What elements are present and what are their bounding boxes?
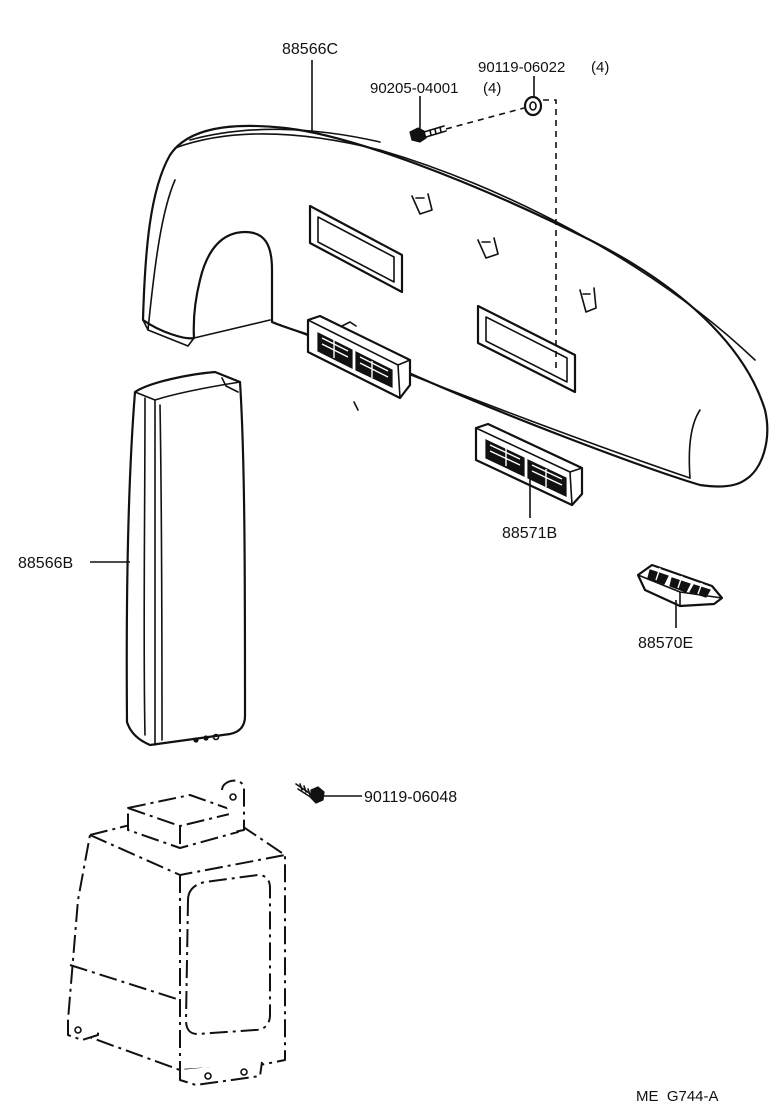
register-88571b [474,422,584,507]
callout-90119-06022-qty: (4) [591,59,609,76]
callout-90119-06048: 90119-06048 [364,789,457,806]
register-88570e [636,563,724,608]
callout-88566b: 88566B [18,555,73,572]
callout-88566c: 88566C [282,41,338,58]
callout-88570e: 88570E [638,635,693,652]
duct-upper-88566c [141,124,769,488]
callout-90119-06022: 90119-06022 [478,59,565,76]
bolt-90119-06048 [295,783,325,804]
callout-90205-04001: 90205-04001 [370,80,458,97]
assembly-line-nut-vent [543,99,557,368]
screw-90205-04001 [409,125,447,143]
duct-side-88566b [125,370,247,747]
callout-88571b: 88571B [502,525,557,542]
figure-code: ME G744-A [636,1088,719,1105]
callout-90205-04001-qty: (4) [483,80,501,97]
nut-90119-06022 [523,95,543,117]
register-upper [306,314,412,411]
heater-unit-phantom [67,779,286,1086]
assembly-line-screw-nut [445,107,525,130]
